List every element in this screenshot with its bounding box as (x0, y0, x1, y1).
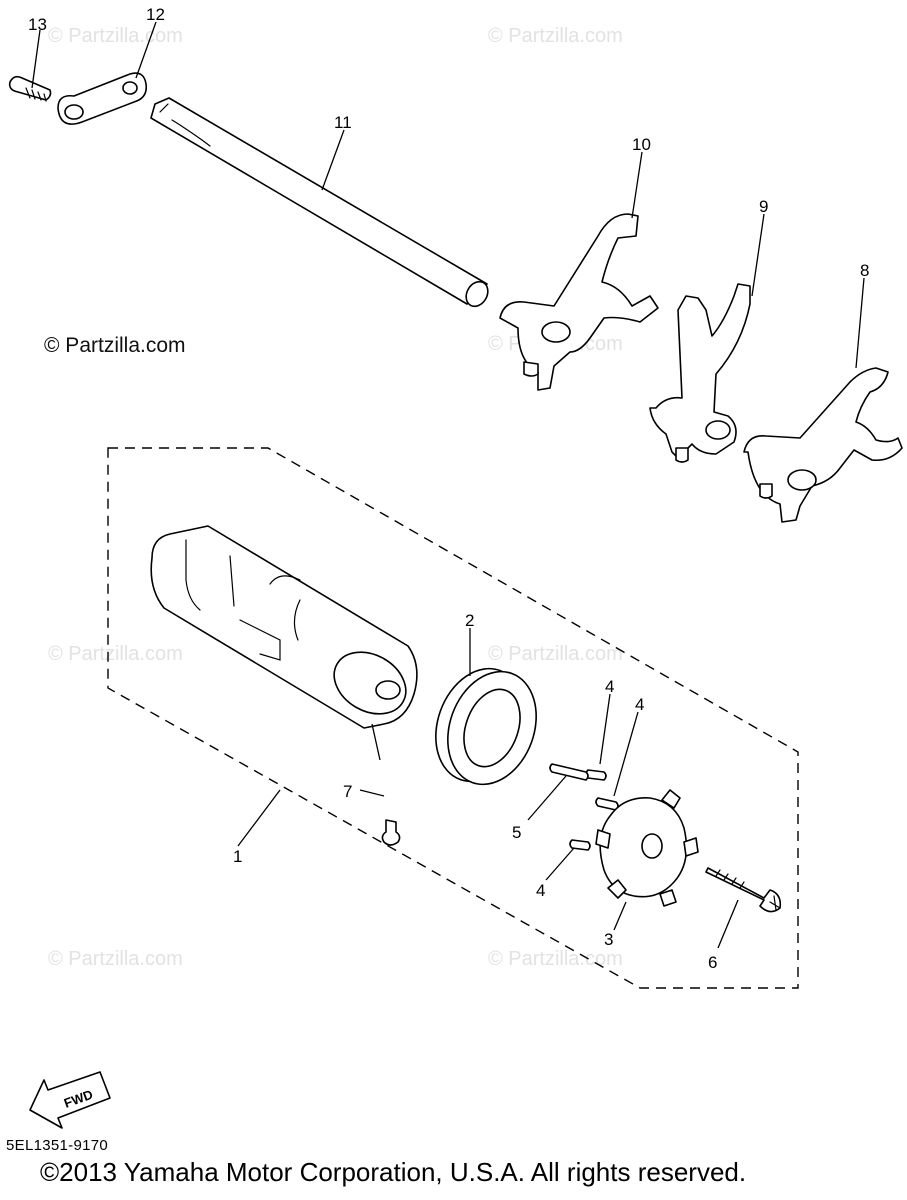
part-4-pin-a (585, 769, 607, 781)
callout-12: 12 (146, 5, 165, 24)
callout-9: 9 (759, 197, 768, 216)
watermark: © Partzilla.com (48, 25, 183, 47)
callout-11: 11 (334, 113, 352, 132)
callout-3: 3 (604, 930, 613, 949)
callout-13: 13 (28, 15, 47, 34)
watermark: © Partzilla.com (48, 643, 183, 665)
part-8-shift-fork (743, 367, 903, 523)
callout-4: 4 (536, 881, 545, 900)
callout-10: 10 (632, 135, 651, 154)
part-3-segment (595, 789, 699, 907)
part-10-shift-fork (499, 213, 659, 391)
part-4-pin-c (569, 839, 591, 851)
watermark: © Partzilla.com (488, 643, 623, 665)
part-13-screw (8, 75, 52, 102)
part-12-plate (57, 72, 148, 125)
part-4-pin-b (595, 797, 619, 811)
watermark: © Partzilla.com (48, 948, 183, 970)
part-11-guide-bar (150, 97, 489, 308)
copyright-notice: ©2013 Yamaha Motor Corporation, U.S.A. A… (40, 1157, 747, 1187)
callout-1: 1 (233, 847, 242, 866)
callout-4: 4 (635, 695, 644, 714)
diagram-code: 5EL1351-9170 (6, 1137, 109, 1154)
callout-5: 5 (512, 823, 521, 842)
assembly-1-boundary (107, 447, 799, 989)
watermark-prominent: © Partzilla.com (44, 334, 186, 357)
callout-7: 7 (343, 782, 352, 801)
watermark: © Partzilla.com (488, 948, 623, 970)
part-5-pin (549, 763, 589, 781)
callout-2: 2 (465, 611, 474, 630)
watermark: © Partzilla.com (488, 25, 623, 47)
part-7-screw (381, 819, 401, 846)
callout-6: 6 (708, 953, 717, 972)
part-9-shift-fork (649, 283, 751, 463)
part-6-screw (705, 867, 782, 913)
part-2-bearing (435, 667, 537, 786)
leader-lines (31, 21, 865, 949)
callout-8: 8 (860, 261, 869, 280)
fwd-arrow-icon: FWD (29, 1071, 111, 1129)
shift-drum (150, 525, 418, 729)
callout-4: 4 (605, 677, 614, 696)
